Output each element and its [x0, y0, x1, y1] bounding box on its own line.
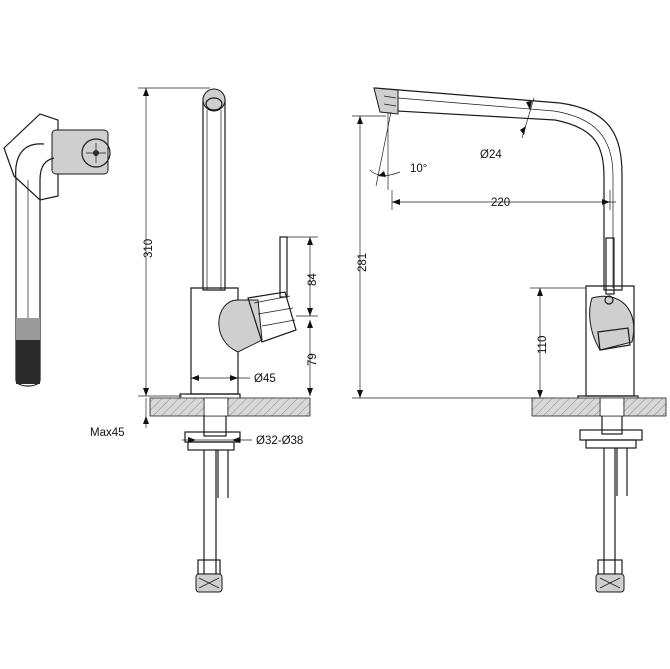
dim-10deg: [369, 111, 401, 190]
dim-281: [352, 115, 540, 399]
dim-84: [286, 236, 318, 317]
label-281: 281: [357, 253, 369, 272]
label-84: 84: [307, 273, 319, 286]
dim-max45: [143, 398, 149, 428]
side-view: [373, 87, 643, 593]
label-max45: Max45: [90, 427, 125, 439]
front-view: [179, 88, 297, 593]
countertop-side: [531, 397, 667, 417]
top-view: [3, 113, 111, 387]
label-110: 110: [537, 336, 549, 354]
dim-hole: [182, 437, 252, 443]
label-220: 220: [491, 197, 510, 209]
dim-310: [138, 87, 210, 397]
dim-220: [391, 190, 616, 210]
dim-d24: [520, 97, 535, 139]
countertop-front: [149, 397, 311, 417]
dim-79: [307, 320, 313, 396]
dim-110: [530, 287, 586, 398]
label-d24: Ø24: [480, 149, 502, 161]
label-79: 79: [307, 353, 319, 366]
label-d45: Ø45: [254, 373, 276, 385]
label-310: 310: [143, 239, 155, 258]
dim-45: [191, 375, 250, 381]
label-10deg: 10°: [410, 163, 427, 175]
label-hole: Ø32-Ø38: [256, 435, 303, 447]
